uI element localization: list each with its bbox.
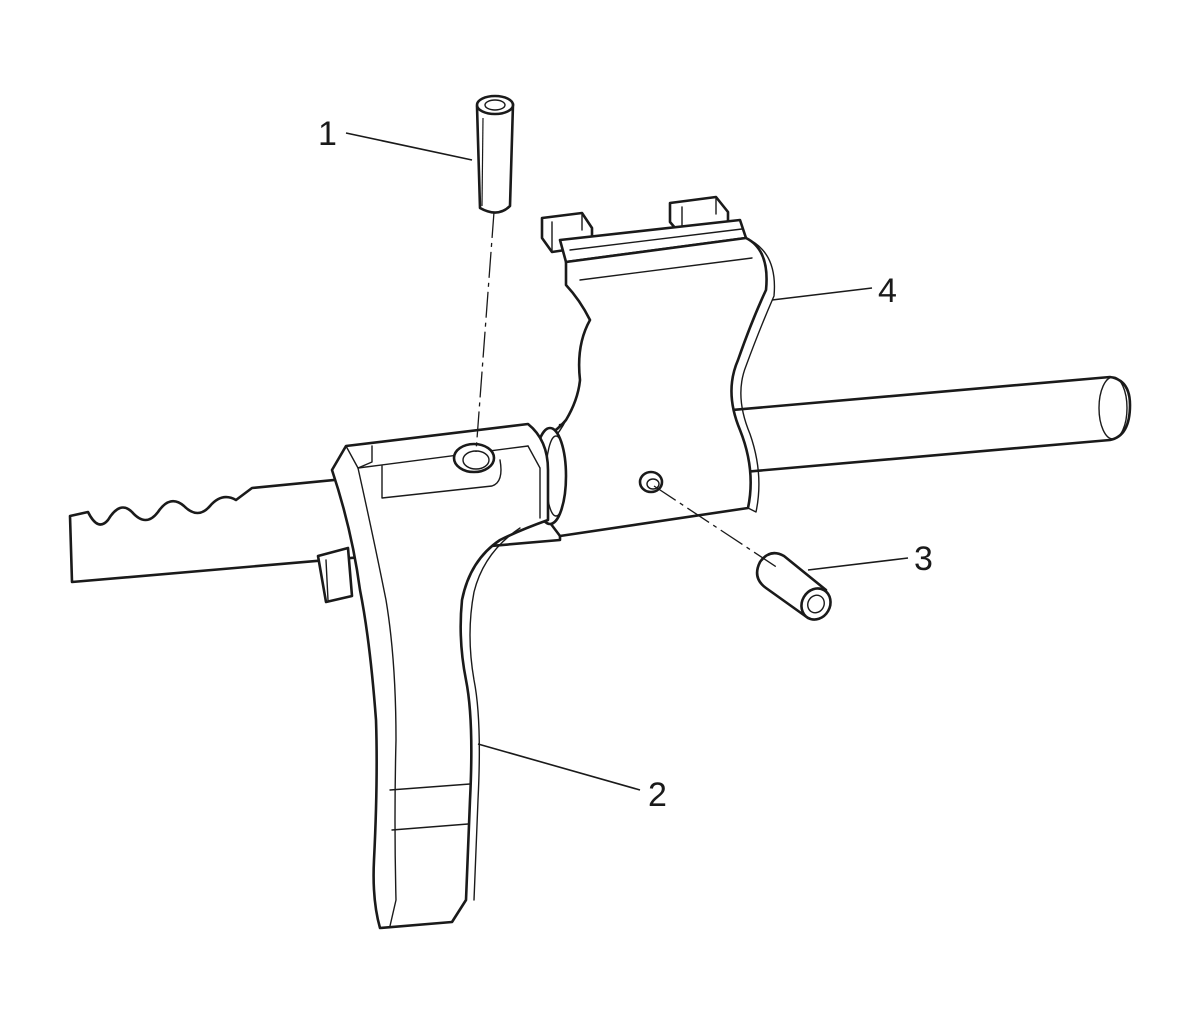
callout-3: 3 xyxy=(914,540,933,578)
lever-part-2 xyxy=(316,422,550,930)
leader-line-3 xyxy=(807,557,909,571)
shift-bracket-part-4 xyxy=(532,195,776,538)
axis-line-pin-3 xyxy=(653,485,779,569)
leader-line-1 xyxy=(345,132,473,161)
roll-pin-part-1 xyxy=(475,94,515,214)
leader-line-2 xyxy=(477,743,641,791)
callout-2: 2 xyxy=(648,776,667,814)
callout-1: 1 xyxy=(318,115,337,153)
axis-line-pin-1 xyxy=(475,211,495,453)
callout-4: 4 xyxy=(878,272,897,310)
leader-line-4 xyxy=(771,287,873,301)
roll-pin-part-3 xyxy=(755,551,832,621)
